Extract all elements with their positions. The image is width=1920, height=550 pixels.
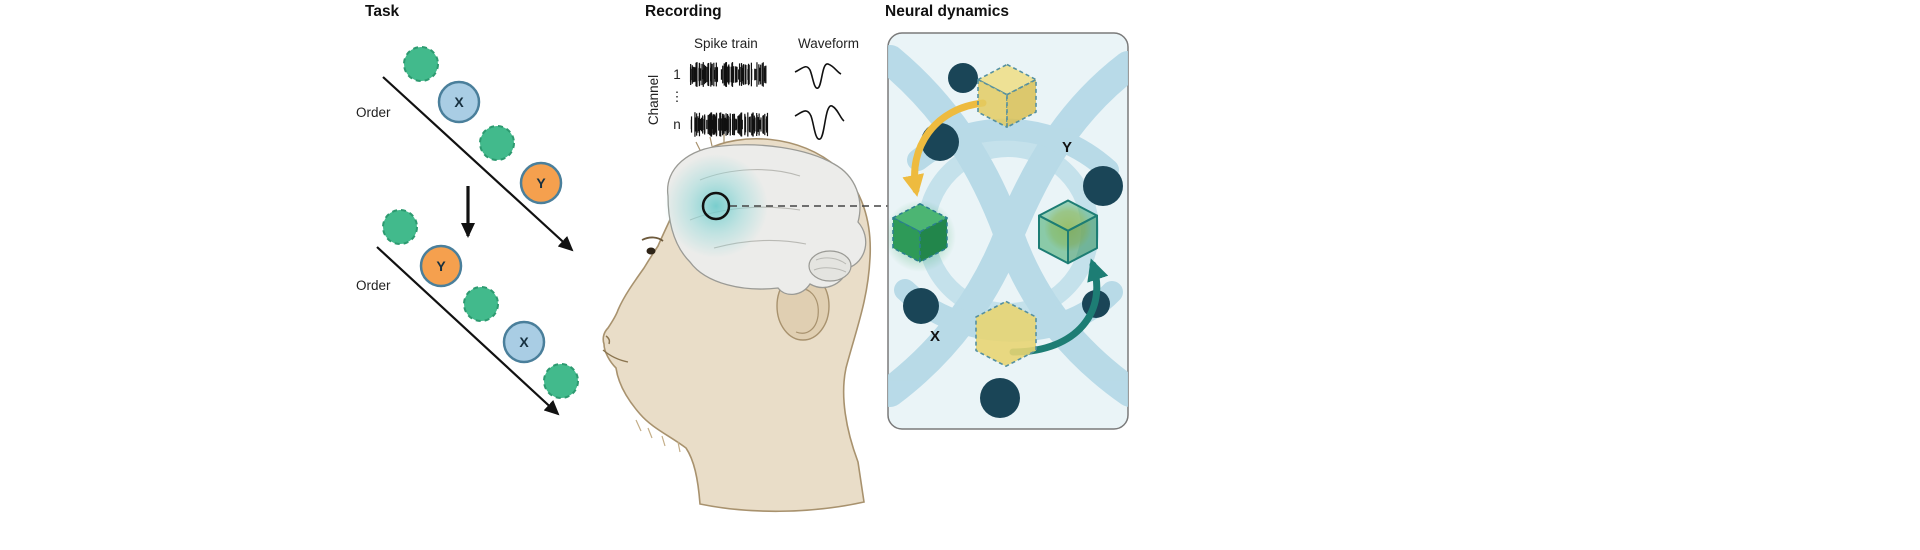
spike-train-channel-n [690,112,769,137]
sequence-2-order-label: Order [356,278,391,293]
item-y-label: Y [436,258,446,274]
recording-site-circle [701,191,731,221]
item-x-circle [437,80,481,124]
distractor-item-circle [479,125,515,161]
neural-dynamics-content: Y X [888,45,1128,418]
cube-x-active [888,200,956,272]
cube-y-activating [1038,199,1098,265]
item-y-circle [519,161,563,205]
monkey-fur-strokes [635,419,681,453]
waveform-label: Waveform [798,36,859,51]
monkey-head-illustration [602,134,872,513]
network-node [1083,166,1123,206]
network-node [948,63,978,93]
monkey-brow [641,236,664,242]
waveform-channel-n [794,105,845,140]
neural-dynamics-panel-title: Neural dynamics [885,3,1009,20]
cerebellum-lines [813,257,847,273]
cerebellum [808,250,852,282]
cube-y-latent [977,63,1037,128]
waveform-channel-1 [794,63,842,89]
sequence-2-order-arrow [376,246,560,416]
hexagon-x-latent [975,300,1037,368]
sequence-1-order-arrow [382,76,574,252]
monkey-crown-fur [695,134,725,151]
recording-site-glow [664,154,768,258]
channel-n-label: n [673,117,681,132]
distractor-item-circle [382,209,418,245]
monkey-eye [646,247,656,255]
network-node [980,378,1020,418]
item-x-circle [502,320,546,364]
spike-train-channel-1 [689,62,767,87]
monkey-mouth [602,349,629,363]
channel-1-label: 1 [673,67,681,82]
task-panel-title: Task [365,3,400,20]
item-y-label: Y [536,175,546,191]
task-sequence-1: Order X Y [356,46,574,252]
item-x-label: X [454,94,464,110]
monkey-nostril [605,335,611,345]
transition-arrow-y-to-x-state [902,99,987,197]
state-x-label: X [930,328,940,345]
sequence-1-order-label: Order [356,105,391,120]
channel-axis-label: Channel [646,75,661,125]
task-sequence-2: Order Y X [356,209,579,416]
network-node [921,123,959,161]
network-nodes [903,63,1123,418]
network-node [903,288,939,324]
recording-panel-title: Recording [645,3,722,20]
neural-dynamics-panel: Neural dynamics [885,3,1129,430]
task-panel: Task Order X Y Order Y X [356,3,579,416]
distractor-item-circle [463,286,499,322]
channel-dots: ⋮ [670,89,684,104]
state-y-label: Y [1062,139,1072,156]
distractor-item-circle [543,363,579,399]
item-x-label: X [519,334,529,350]
distractor-item-circle [403,46,439,82]
spike-train-label: Spike train [694,36,758,51]
item-y-circle [419,244,463,288]
recording-panel: Recording Spike train Waveform Channel 1… [602,3,888,513]
